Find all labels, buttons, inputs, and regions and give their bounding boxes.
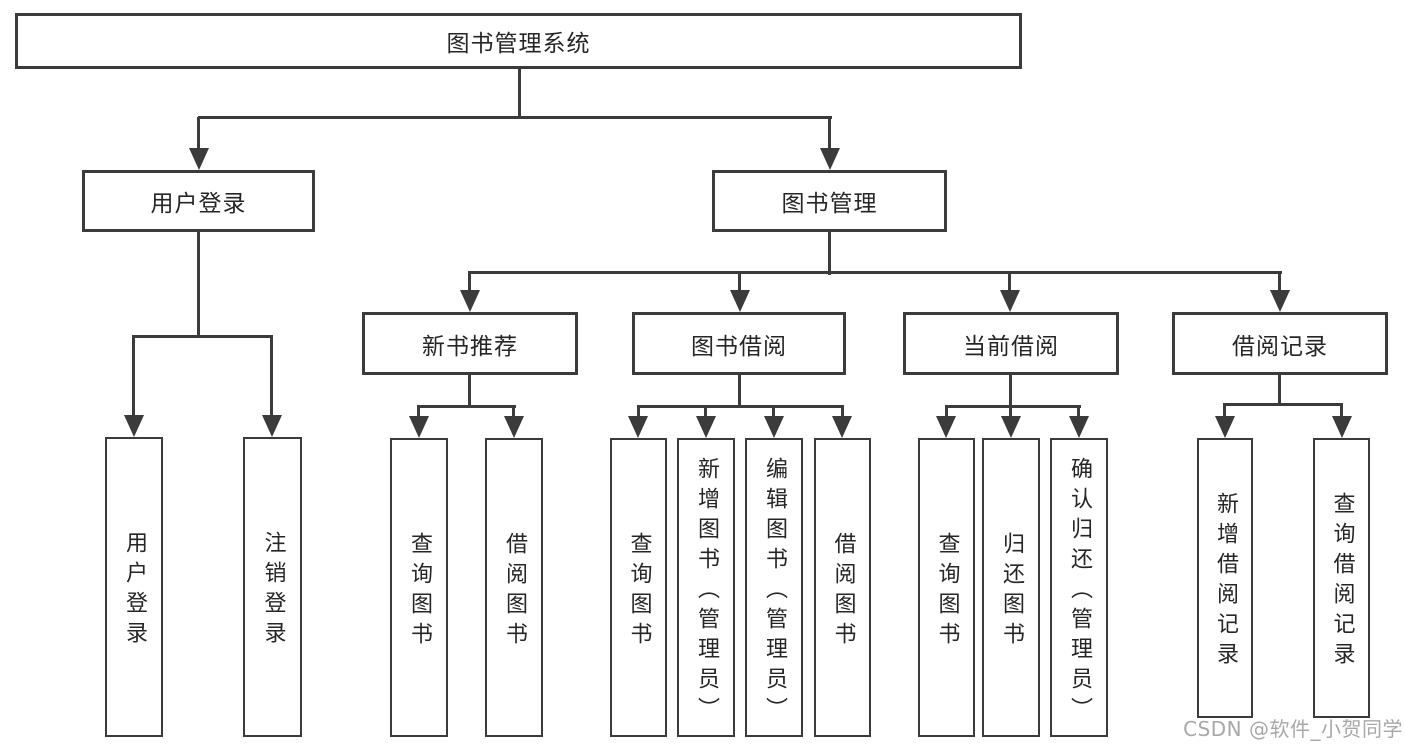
node-new-book-recommend: 新书推荐	[362, 312, 578, 375]
connector-level2-arm-right	[828, 117, 831, 149]
arrowhead-nb-borrow-books	[504, 416, 524, 438]
node-current-borrowing: 当前借阅	[903, 312, 1119, 375]
leaf-cb-query-books-label: 查询图书	[934, 531, 960, 652]
leaf-nb-query-books: 查询图书	[390, 438, 448, 737]
connector-bb-arm-4	[841, 406, 844, 417]
leaf-cb-query-books: 查询图书	[918, 438, 975, 737]
arrowhead-br-query-record	[1332, 416, 1352, 438]
connector-level3-arm-2	[738, 272, 741, 291]
arrowhead-bb-query-books	[628, 416, 648, 438]
connector-cb-branch	[945, 405, 1081, 408]
leaf-bb-query-books: 查询图书	[610, 438, 667, 737]
arrowhead-bb-borrow-books	[832, 416, 852, 438]
leaf-br-add-record-label: 新增借阅记录	[1213, 492, 1238, 672]
connector-level3-arm-3	[1008, 272, 1011, 291]
node-user-login: 用户登录	[82, 170, 315, 232]
leaf-br-query-record: 查询借阅记录	[1313, 438, 1370, 718]
leaf-nb-query-books-label: 查询图书	[407, 531, 432, 652]
connector-bb-branch	[637, 405, 844, 408]
node-borrowing-records: 借阅记录	[1172, 312, 1388, 375]
node-user-login-label: 用户登录	[150, 191, 247, 217]
connector-book-management-stem	[828, 232, 831, 275]
connector-nb-arm-2	[512, 406, 515, 417]
arrowhead-new-book-recommend	[460, 290, 480, 312]
connector-cb-stem	[1009, 375, 1012, 408]
leaf-logout-label: 注销登录	[260, 531, 286, 651]
node-current-borrowing-label: 当前借阅	[963, 333, 1059, 360]
arrowhead-nb-query-books	[409, 416, 429, 438]
node-book-borrowing: 图书借阅	[632, 312, 846, 375]
connector-user-login-branch	[132, 335, 273, 338]
leaf-bb-borrow-books-label: 借阅图书	[830, 531, 856, 652]
leaf-cb-return-books-label: 归还图书	[999, 531, 1024, 652]
arrowhead-book-borrowing	[730, 290, 750, 312]
connector-level3-arm-1	[468, 272, 471, 291]
csdn-watermark: CSDN @软件_小贺同学	[1183, 717, 1403, 741]
connector-level2-branch	[198, 116, 832, 119]
connector-user-login-arm-right	[270, 336, 273, 416]
connector-root-stem	[518, 69, 521, 118]
arrowhead-book-management	[820, 148, 840, 170]
leaf-cb-confirm-return-admin-label: 确认归还（管理员）	[1067, 456, 1092, 727]
leaf-bb-query-books-label: 查询图书	[626, 531, 652, 652]
leaf-bb-borrow-books: 借阅图书	[814, 438, 871, 737]
connector-cb-arm-3	[1077, 406, 1080, 417]
connector-br-stem	[1278, 375, 1281, 406]
node-book-borrowing-label: 图书借阅	[691, 333, 787, 360]
connector-bb-arm-3	[772, 406, 775, 417]
leaf-cb-confirm-return-admin: 确认归还（管理员）	[1050, 438, 1108, 737]
node-borrowing-records-label: 借阅记录	[1232, 333, 1328, 360]
leaf-bb-edit-books-admin: 编辑图书（管理员）	[745, 438, 803, 737]
arrowhead-cb-confirm-return	[1069, 416, 1089, 438]
leaf-user-login: 用户登录	[105, 437, 163, 737]
arrowhead-current-borrowing	[1000, 290, 1020, 312]
arrowhead-user-login	[189, 148, 209, 170]
connector-nb-arm-1	[417, 406, 420, 417]
arrowhead-bb-edit-books	[764, 416, 784, 438]
connector-cb-arm-1	[945, 406, 948, 417]
leaf-nb-borrow-books-label: 借阅图书	[502, 531, 527, 652]
leaf-nb-borrow-books: 借阅图书	[485, 438, 543, 737]
arrowhead-bb-add-books	[696, 416, 716, 438]
node-library-system: 图书管理系统	[15, 13, 1022, 69]
node-new-book-recommend-label: 新书推荐	[422, 333, 518, 360]
leaf-logout: 注销登录	[243, 437, 302, 737]
connector-level3-branch	[468, 271, 1282, 274]
leaf-bb-edit-books-admin-label: 编辑图书（管理员）	[762, 456, 787, 727]
connector-user-login-stem	[197, 232, 200, 338]
arrowhead-borrowing-records	[1270, 290, 1290, 312]
connector-user-login-arm-left	[132, 336, 135, 416]
connector-bb-arm-2	[704, 406, 707, 417]
connector-bb-arm-1	[637, 406, 640, 417]
connector-bb-stem	[738, 375, 741, 408]
arrowhead-leaf-logout	[262, 415, 282, 437]
leaf-bb-add-books-admin: 新增图书（管理员）	[677, 438, 735, 737]
arrowhead-leaf-user-login	[124, 415, 144, 437]
connector-br-arm-1	[1223, 404, 1226, 417]
leaf-user-login-label: 用户登录	[122, 531, 147, 651]
connector-nb-stem	[468, 375, 471, 408]
arrowhead-br-add-record	[1215, 416, 1235, 438]
leaf-br-add-record: 新增借阅记录	[1197, 438, 1253, 718]
arrowhead-cb-return-books	[1001, 416, 1021, 438]
connector-br-branch	[1223, 403, 1343, 406]
arrowhead-cb-query-books	[936, 416, 956, 438]
node-book-management-label: 图书管理	[781, 191, 878, 217]
connector-nb-branch	[417, 405, 516, 408]
connector-level2-arm-left	[197, 117, 200, 149]
node-book-management: 图书管理	[712, 170, 947, 232]
leaf-cb-return-books: 归还图书	[982, 438, 1040, 737]
leaf-bb-add-books-admin-label: 新增图书（管理员）	[694, 456, 719, 727]
connector-br-arm-2	[1340, 404, 1343, 417]
leaf-br-query-record-label: 查询借阅记录	[1329, 492, 1355, 672]
connector-cb-arm-2	[1009, 406, 1012, 417]
node-library-system-label: 图书管理系统	[446, 31, 591, 57]
connector-level3-arm-4	[1278, 272, 1281, 291]
